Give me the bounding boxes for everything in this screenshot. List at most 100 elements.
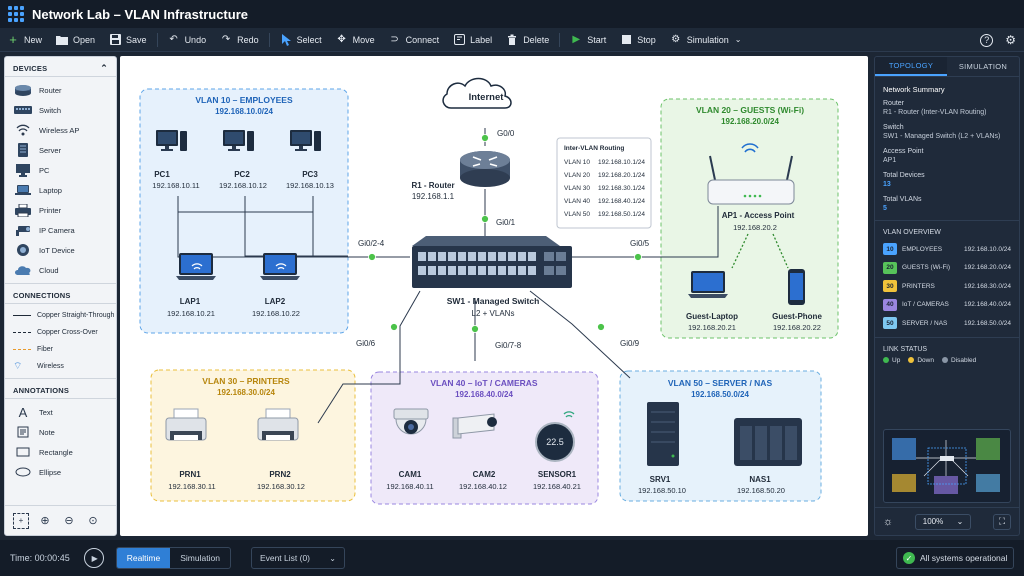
device-switch[interactable]: Switch: [5, 100, 116, 120]
annotation-note[interactable]: Note: [5, 422, 116, 442]
toolbar-divider: [268, 32, 270, 47]
device-cloud[interactable]: Cloud: [5, 260, 116, 280]
pc1[interactable]: PC1 192.168.10.11: [152, 130, 200, 190]
srv1[interactable]: SRV1 192.168.50.10: [638, 402, 686, 495]
tab-simulation[interactable]: SIMULATION: [958, 62, 1008, 71]
vlan30-box[interactable]: [150, 369, 356, 502]
device-printer[interactable]: Printer: [5, 200, 116, 220]
prn1[interactable]: PRN1 192.168.30.11: [165, 408, 216, 491]
prn2[interactable]: PRN2 192.168.30.12: [257, 408, 305, 491]
cam2[interactable]: CAM2 192.168.40.12: [452, 413, 507, 491]
tab-topology[interactable]: TOPOLOGY: [875, 57, 947, 76]
sun-icon[interactable]: ☼: [883, 515, 894, 528]
server-icon: [13, 143, 33, 157]
internet-cloud[interactable]: Internet: [442, 77, 512, 109]
chevron-up-icon[interactable]: ⌃: [100, 62, 108, 73]
switch-sw1[interactable]: SW1 - Managed Switch L2 + VLANs: [412, 236, 572, 318]
simulation-menu-button[interactable]: ⚙Simulation⌄: [671, 33, 742, 45]
connect-tool-button[interactable]: ⊃Connect: [390, 33, 440, 45]
fullscreen-icon[interactable]: ⛶: [993, 513, 1011, 530]
lap2-ip: 192.168.10.22: [252, 309, 300, 318]
minimap[interactable]: [883, 429, 1011, 503]
connection-wireless[interactable]: ⌔Wireless: [13, 361, 64, 372]
switch-port: [428, 266, 436, 275]
connection-copper-straight[interactable]: Copper Straight-Through: [5, 307, 116, 324]
device-router[interactable]: Router: [5, 80, 116, 100]
device-pc[interactable]: PC: [5, 160, 116, 180]
lap1[interactable]: LAP1 192.168.10.21: [167, 253, 216, 318]
vlan30-subnet: 192.168.30.0/24: [217, 388, 275, 397]
device-wireless-ap[interactable]: Wireless AP: [5, 120, 116, 140]
annotation-ellipse[interactable]: Ellipse: [5, 462, 116, 482]
prn1-name: PRN1: [179, 470, 201, 479]
redo-button[interactable]: ↷Redo: [221, 33, 259, 45]
cursor-icon: [280, 33, 292, 46]
switch-port: [498, 266, 506, 275]
guest-phone-name: Guest-Phone: [772, 312, 822, 321]
delete-button[interactable]: Delete: [499, 29, 556, 51]
router-r1[interactable]: R1 - Router 192.168.1.1: [411, 151, 510, 201]
legend-disabled-label: Disabled: [950, 356, 977, 364]
camera-icon: [13, 223, 33, 237]
pc2[interactable]: PC2 192.168.10.12: [219, 130, 267, 190]
stop-button[interactable]: Stop: [613, 29, 663, 51]
link-status-header: LINK STATUS: [875, 338, 1019, 353]
topology-canvas[interactable]: VLAN 10 – EMPLOYEES 192.168.10.0/24 VLAN…: [120, 56, 868, 536]
ap1[interactable]: AP1 - Access Point 192.168.20.2: [707, 143, 795, 232]
nas1[interactable]: NAS1 192.168.50.20: [734, 418, 802, 495]
device-label: PC: [39, 165, 50, 175]
annotation-rectangle[interactable]: Rectangle: [5, 442, 116, 462]
new-button[interactable]: +New: [0, 29, 49, 51]
undo-button[interactable]: ↶Undo: [169, 33, 207, 45]
select-tool-button[interactable]: Select: [273, 29, 329, 51]
save-button[interactable]: Save: [102, 29, 154, 51]
vlan40-box[interactable]: [370, 371, 599, 505]
switch-port: [468, 266, 476, 275]
devices-section-header[interactable]: DEVICES⌃: [13, 62, 108, 73]
start-button[interactable]: ▶Start: [563, 29, 613, 51]
sensor1[interactable]: 22.5 SENSOR1 192.168.40.21: [533, 411, 581, 491]
mode-realtime[interactable]: Realtime: [116, 548, 171, 568]
move-tool-button[interactable]: ✥Move: [337, 33, 375, 45]
guest-laptop[interactable]: Guest-Laptop 192.168.20.21: [686, 271, 738, 332]
gear-icon[interactable]: ⚙: [1005, 33, 1016, 47]
nas1-ip: 192.168.50.20: [737, 486, 785, 495]
router-icon: [13, 83, 33, 97]
legend-disabled: Disabled: [941, 356, 977, 364]
legend-down-label: Down: [917, 356, 934, 364]
note-icon: [13, 425, 33, 439]
summary-ap-value: AP1: [883, 157, 897, 164]
device-server[interactable]: Server: [5, 140, 116, 160]
vlan-subnet: 192.168.40.0/24: [964, 301, 1011, 309]
label-tool-button[interactable]: Label: [446, 29, 499, 51]
device-laptop[interactable]: Laptop: [5, 180, 116, 200]
pc3[interactable]: PC3 192.168.10.13: [286, 130, 334, 190]
right-tabs: TOPOLOGY SIMULATION: [875, 57, 1019, 77]
device-ip-camera[interactable]: IP Camera: [5, 220, 116, 240]
help-icon[interactable]: ?: [980, 33, 994, 47]
routing-vlan: VLAN 30: [564, 185, 590, 192]
play-button[interactable]: ▶: [83, 548, 104, 568]
guest-phone[interactable]: Guest-Phone 192.168.20.22: [772, 269, 822, 332]
device-iot-device[interactable]: IoT Device: [5, 240, 116, 260]
connection-fiber[interactable]: Fiber: [5, 341, 116, 358]
cam1[interactable]: CAM1 192.168.40.11: [386, 408, 434, 491]
fit-selection-icon[interactable]: +: [13, 512, 29, 529]
open-button[interactable]: Open: [49, 29, 102, 51]
event-list-select[interactable]: Event List (0)⌄: [250, 547, 345, 569]
pc3-name: PC3: [302, 170, 318, 179]
zoom-reset-icon[interactable]: ⊙: [88, 515, 98, 527]
vlan10-box[interactable]: [139, 88, 349, 334]
lap2[interactable]: LAP2 192.168.10.22: [252, 253, 300, 318]
zoom-in-icon[interactable]: ⊕: [40, 515, 50, 527]
connection-copper-cross[interactable]: Copper Cross-Over: [5, 324, 116, 341]
zoom-out-icon[interactable]: ⊖: [64, 515, 74, 527]
zoom-select[interactable]: 100%⌄: [915, 513, 972, 530]
mode-simulation[interactable]: Simulation: [180, 553, 220, 563]
